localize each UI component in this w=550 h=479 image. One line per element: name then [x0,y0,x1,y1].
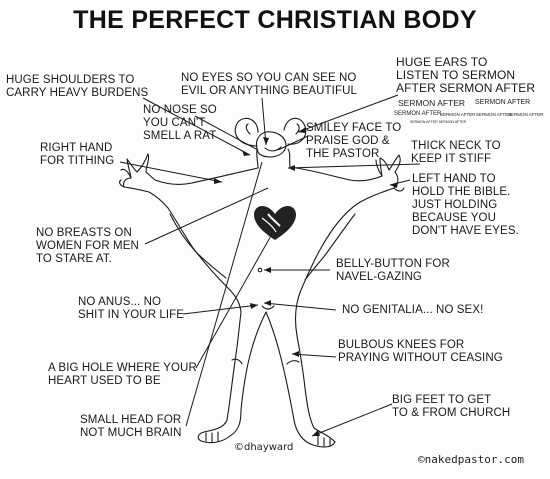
label-head: SMALL HEAD FOR NOT MUCH BRAIN [80,414,182,439]
pointer-neck [287,163,421,169]
pointer-breasts [144,187,269,245]
label-belly: BELLY-BUTTON FOR NAVEL-GAZING [336,258,450,283]
label-genitalia: NO GENITALIA... NO SEX! [342,304,484,316]
label-shoulders: HUGE SHOULDERS TO CARRY HEAVY BURDENS [6,74,149,99]
page-title: THE PERFECT CHRISTIAN BODY [73,6,477,34]
label-knees: BULBOUS KNEES FOR PRAYING WITHOUT CEASIN… [338,339,503,364]
label-anus: NO ANUS... NO SHIT IN YOUR LIFE [78,296,185,321]
pointer-feet [311,403,393,437]
label-breasts: NO BREASTS ON WOMEN FOR MEN TO STARE AT. [36,227,139,265]
ears-sermon-5: SERMON AFTER [476,112,512,117]
heart-hole [254,206,296,240]
pointer-knees [291,353,337,358]
label-ears: HUGE EARS TO LISTEN TO SERMON AFTER SERM… [396,55,536,95]
pointer-ears [297,94,399,133]
label-left-hand: LEFT HAND TO HOLD THE BIBLE. JUST HOLDIN… [412,173,519,237]
pointer-shoulders [142,97,251,156]
pointer-eyes [261,97,267,146]
ears-sermon-2: SERMON AFTER [475,99,531,106]
label-heart: A BIG HOLE WHERE YOUR HEART USED TO BE [48,362,197,387]
ears-sermon-7: SERMON AFTER SERMON AFTER [410,120,467,124]
body-outline [122,153,401,448]
label-smiley: SMILEY FACE TO PRAISE GOD & THE PASTOR [306,122,402,160]
label-nose: NO NOSE SO YOU CAN'T SMELL A RAT [143,104,217,142]
pointer-genitalia [263,302,337,311]
site-watermark: ©nakedpastor.com [418,453,524,466]
pointer-head [185,161,263,427]
artist-credit: ©dhayward [234,442,294,453]
label-feet: BIG FEET TO GET TO & FROM CHURCH [392,394,511,419]
pointer-nose [194,115,259,151]
pointer-smiley [277,135,309,151]
ears-sermon-4: SERMON AFTER [440,112,476,117]
pointer-anus [182,304,259,315]
label-eyes: NO EYES SO YOU CAN SEE NO EVIL OR ANYTHI… [181,72,357,97]
ears-sermon-3: SERMON AFTER [394,111,442,117]
ears-sermon-6: SERMON AFTER [508,112,544,117]
label-neck: THICK NECK TO KEEP IT STIFF [411,140,501,165]
label-right-hand: RIGHT HAND FOR TITHING [40,142,115,167]
pointer-heart [195,233,273,369]
pointer-right-hand [119,161,223,183]
ears-sermon-1: SERMON AFTER [398,98,466,108]
